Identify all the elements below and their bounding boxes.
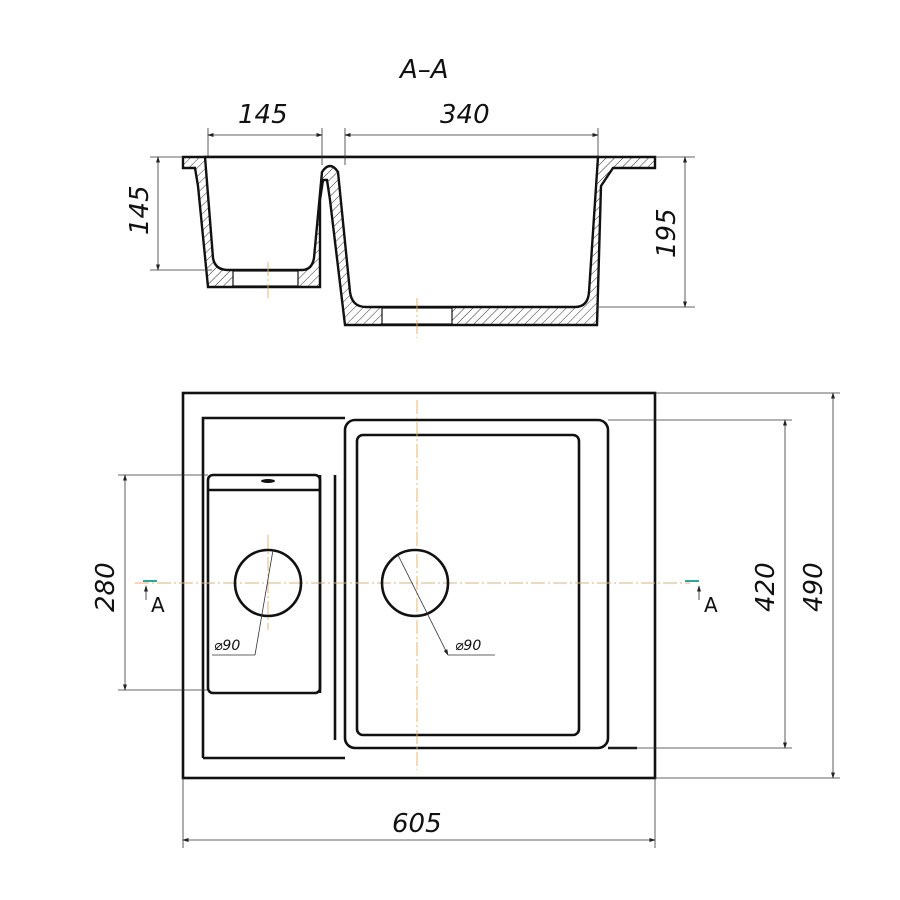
dim-overall-width: 605 [392, 809, 442, 839]
drain-right-label: ⌀90 [455, 638, 481, 654]
small-bowl-drain-opening [232, 270, 299, 287]
small-bowl [206, 473, 322, 695]
small-bowl-drain [233, 548, 303, 618]
dim-overall-depth: 490 [799, 562, 829, 612]
section-mark-left: A [143, 580, 165, 617]
dim-small-bowl-length: 280 [91, 562, 121, 612]
section-mark-right: A [685, 580, 718, 617]
dim-large-bowl-length: 420 [751, 562, 781, 612]
dim-small-bowl-depth: 145 [125, 185, 155, 235]
dim-small-bowl-width: 145 [238, 100, 288, 130]
svg-text:A: A [151, 593, 165, 617]
overflow-icon [261, 479, 275, 483]
section-dimensions: 145 340 145 195 [125, 100, 695, 308]
sink-plan-view: ⌀90 ⌀90 A A [135, 391, 718, 780]
sink-outline [181, 391, 657, 780]
dim-large-bowl-depth: 195 [652, 208, 682, 258]
svg-text:A: A [704, 593, 718, 617]
drain-left-label: ⌀90 [214, 638, 240, 654]
dim-large-bowl-width: 340 [440, 100, 490, 130]
large-bowl-drain [380, 548, 450, 618]
sink-cross-section [181, 155, 657, 338]
plan-dimensions: 605 490 420 280 [91, 392, 840, 848]
section-title: A–A [398, 55, 449, 85]
large-bowl-rim [343, 418, 610, 750]
large-bowl [355, 433, 581, 737]
